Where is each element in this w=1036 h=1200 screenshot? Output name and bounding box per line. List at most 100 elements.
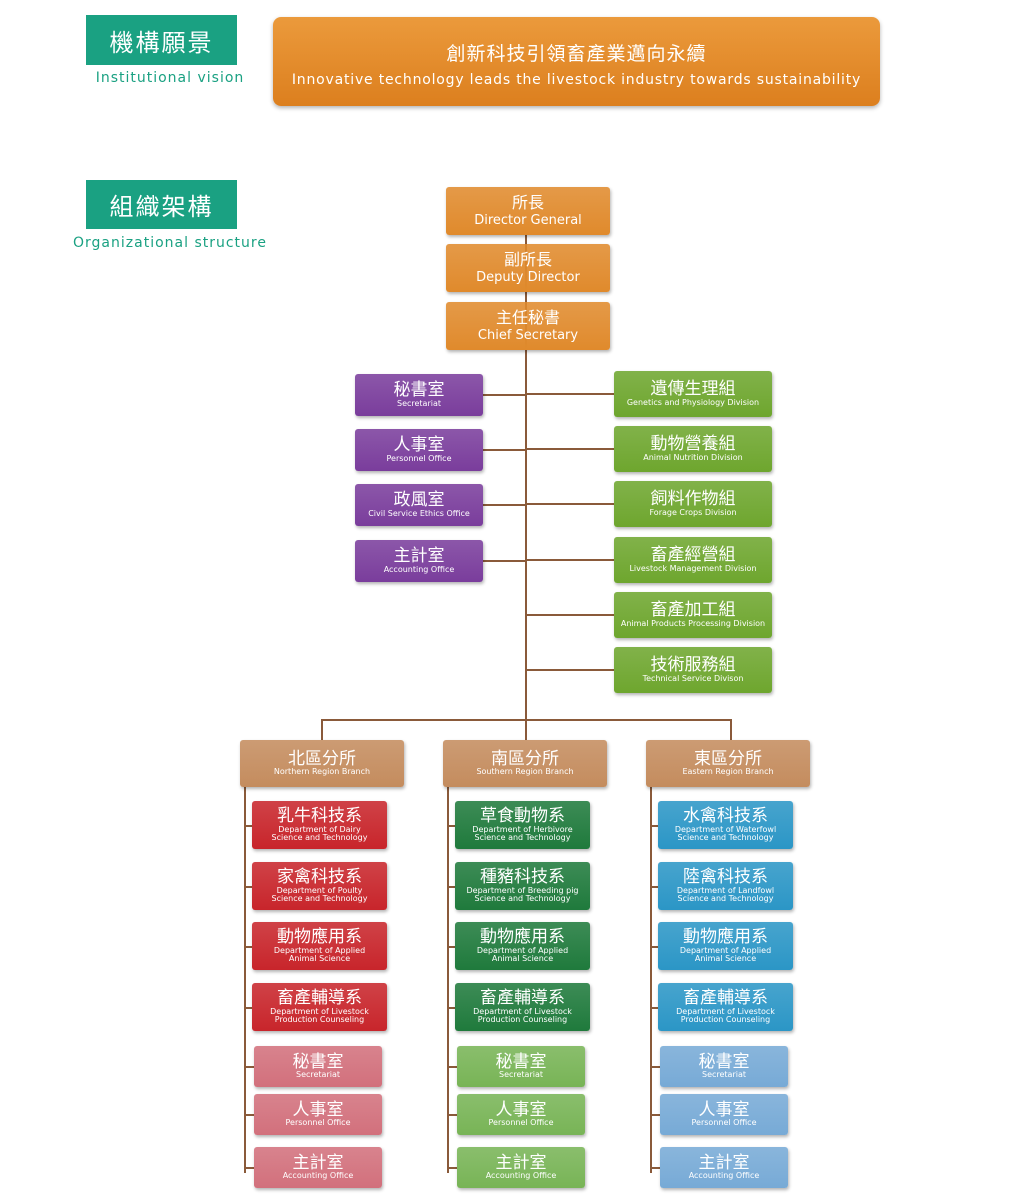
connector-line bbox=[650, 946, 658, 948]
connector-line bbox=[525, 235, 527, 720]
connector-line bbox=[650, 886, 658, 888]
department-box-label-zh: 畜產輔導系 bbox=[480, 987, 565, 1008]
office-box-label-en: Accounting Office bbox=[383, 564, 455, 574]
department-box-label-zh: 動物應用系 bbox=[480, 926, 565, 947]
department-box-label-en: Department of Livestock Production Couns… bbox=[473, 1006, 572, 1025]
branch-box-label-zh: 北區分所 bbox=[288, 748, 356, 769]
department-box-label-zh: 陸禽科技系 bbox=[683, 866, 768, 887]
branch-office-box-label-zh: 主計室 bbox=[698, 1152, 750, 1173]
connector-line bbox=[244, 886, 252, 888]
office-box-label-en: Secretariat bbox=[396, 398, 442, 408]
office-box-label-en: Civil Service Ethics Office bbox=[368, 508, 470, 518]
connector-line bbox=[730, 719, 732, 740]
connector-line bbox=[244, 1114, 254, 1116]
connector-line bbox=[526, 614, 614, 616]
connector-line bbox=[447, 886, 455, 888]
department-box-label-en: Department of Applied Animal Science bbox=[679, 945, 772, 964]
department-box-label-zh: 家禽科技系 bbox=[277, 866, 362, 887]
connector-line bbox=[244, 946, 252, 948]
department-box-label-zh: 草食動物系 bbox=[480, 805, 565, 826]
connector-line bbox=[650, 1167, 660, 1169]
department-box-label-en: Department of Poulty Science and Technol… bbox=[271, 885, 368, 904]
connector-line bbox=[650, 787, 652, 1173]
branch-box-label-en: Eastern Region Branch bbox=[682, 767, 774, 777]
connector-line bbox=[321, 719, 323, 740]
branch-office-box-label-zh: 主計室 bbox=[495, 1152, 547, 1173]
vision-statement-en: Innovative technology leads the livestoc… bbox=[291, 72, 862, 88]
connector-line bbox=[650, 1066, 660, 1068]
office-box-label-zh: 主計室 bbox=[393, 546, 445, 567]
department-box-label-zh: 乳牛科技系 bbox=[277, 805, 362, 826]
department-box-label-zh: 動物應用系 bbox=[683, 926, 768, 947]
branch-office-box-label-zh: 人事室 bbox=[292, 1099, 344, 1120]
connector-line bbox=[447, 1066, 457, 1068]
department-box-label-zh: 畜產輔導系 bbox=[683, 987, 768, 1008]
branch-box-label-zh: 東區分所 bbox=[694, 748, 762, 769]
connector-line bbox=[244, 1007, 252, 1009]
division-box-label-zh: 動物營養組 bbox=[650, 434, 736, 455]
connector-line bbox=[447, 787, 449, 1173]
connector-line bbox=[526, 393, 614, 395]
structure-subtitle: Organizational structure bbox=[73, 235, 267, 251]
branch-office-box-label-zh: 秘書室 bbox=[292, 1051, 344, 1072]
division-box-label-zh: 畜產加工組 bbox=[650, 600, 736, 621]
connector-line bbox=[483, 560, 526, 562]
connector-line bbox=[650, 1114, 660, 1116]
leader-box-label-en: Deputy Director bbox=[476, 269, 580, 285]
branch-office-box-label-en: Accounting Office bbox=[485, 1171, 557, 1181]
department-box-label-zh: 種豬科技系 bbox=[480, 866, 565, 887]
branch-box-label-en: Northern Region Branch bbox=[273, 767, 371, 777]
branch-office-box-label-en: Personnel Office bbox=[488, 1118, 554, 1128]
branch-office-box-label-en: Personnel Office bbox=[285, 1118, 351, 1128]
connector-line bbox=[483, 449, 526, 451]
branch-office-box-label-zh: 秘書室 bbox=[698, 1051, 750, 1072]
division-box-label-en: Technical Service Divison bbox=[642, 673, 744, 683]
vision-subtitle: Institutional vision bbox=[95, 70, 245, 86]
department-box-label-en: Department of Dairy Science and Technolo… bbox=[271, 824, 368, 843]
connector-line bbox=[650, 1007, 658, 1009]
leader-box-label-en: Director General bbox=[474, 212, 582, 228]
connector-line bbox=[526, 559, 614, 561]
division-box-label-zh: 畜產經營組 bbox=[650, 545, 736, 566]
branch-office-box-label-en: Personnel Office bbox=[691, 1118, 757, 1128]
leader-box-label-en: Chief Secretary bbox=[477, 327, 579, 343]
